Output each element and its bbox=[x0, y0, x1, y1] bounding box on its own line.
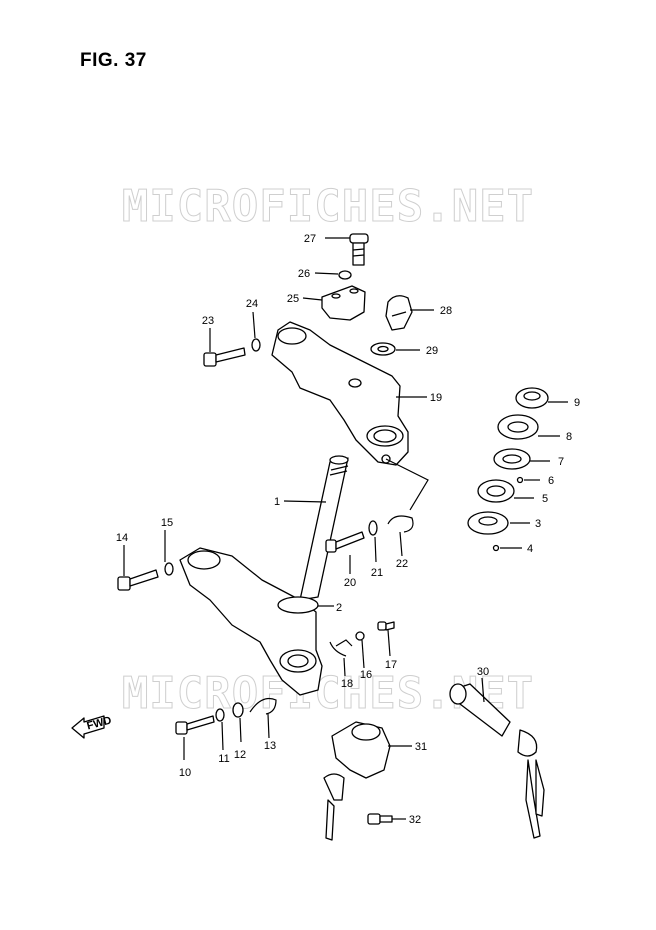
callout-32: 32 bbox=[409, 814, 421, 826]
callout-4: 4 bbox=[527, 543, 533, 555]
part-11-washer bbox=[215, 708, 225, 722]
forward-direction-indicator: FWD bbox=[71, 714, 113, 739]
part-21-washer bbox=[368, 520, 378, 536]
part-5-bearing bbox=[477, 479, 515, 503]
callout-8: 8 bbox=[566, 431, 572, 443]
part-9-nut bbox=[515, 387, 549, 409]
callout-5: 5 bbox=[542, 493, 548, 505]
part-30-lock-cylinder bbox=[449, 683, 545, 839]
callout-22: 22 bbox=[396, 558, 408, 570]
callout-10: 10 bbox=[179, 767, 191, 779]
part-6-ball bbox=[516, 476, 524, 484]
callout-13: 13 bbox=[264, 740, 276, 752]
callout-17: 17 bbox=[385, 659, 397, 671]
watermark-top: MICROFICHES.NET bbox=[121, 181, 535, 233]
part-20-bolt bbox=[325, 531, 365, 553]
figure-title: FIG. 37 bbox=[80, 50, 147, 71]
assembly-reference-line bbox=[385, 458, 429, 511]
part-24-washer bbox=[251, 338, 261, 352]
callout-18: 18 bbox=[341, 678, 353, 690]
part-3-bearing-race bbox=[467, 511, 509, 535]
callout-9: 9 bbox=[574, 397, 580, 409]
leader-lines bbox=[123, 237, 568, 820]
callout-14: 14 bbox=[116, 532, 128, 544]
part-10-bolt bbox=[175, 715, 215, 735]
callout-15: 15 bbox=[161, 517, 173, 529]
part-26-lock-washer bbox=[338, 270, 352, 280]
part-7-bearing-race bbox=[493, 448, 531, 470]
callout-11: 11 bbox=[218, 753, 229, 765]
part-25-handlebar-clamp bbox=[321, 285, 366, 321]
part-31-ignition-switch bbox=[323, 721, 391, 841]
callout-30: 30 bbox=[477, 666, 489, 678]
part-29-washer bbox=[370, 342, 396, 356]
part-32-screw bbox=[367, 813, 393, 825]
callout-25: 25 bbox=[287, 293, 299, 305]
callout-6: 6 bbox=[548, 475, 554, 487]
part-4-ball bbox=[492, 544, 500, 552]
part-8-bearing-cover bbox=[497, 414, 539, 440]
part-19-upper-bracket bbox=[271, 321, 409, 466]
callout-2: 2 bbox=[336, 602, 342, 614]
part-22-clip bbox=[387, 515, 414, 533]
part-28-cap-bolt bbox=[385, 295, 413, 331]
callout-19: 19 bbox=[430, 392, 442, 404]
part-15-washer bbox=[164, 562, 174, 576]
lower-bracket bbox=[179, 547, 323, 696]
callout-12: 12 bbox=[234, 749, 246, 761]
callout-16: 16 bbox=[360, 669, 372, 681]
part-12-washer bbox=[232, 702, 244, 718]
part-13-clip bbox=[249, 697, 277, 715]
part-1-steering-stem bbox=[299, 455, 349, 601]
callout-7: 7 bbox=[558, 456, 564, 468]
callout-26: 26 bbox=[298, 268, 310, 280]
callout-labels: 27 26 25 28 29 19 23 24 9 8 7 6 5 1 3 4 … bbox=[116, 233, 580, 826]
part-17-screw bbox=[377, 621, 395, 631]
callout-20: 20 bbox=[344, 577, 356, 589]
callout-29: 29 bbox=[426, 345, 438, 357]
callout-24: 24 bbox=[246, 298, 258, 310]
callout-1: 1 bbox=[274, 496, 280, 508]
part-14-bolt bbox=[117, 569, 159, 591]
callout-23: 23 bbox=[202, 315, 214, 327]
part-23-bolt bbox=[203, 347, 246, 367]
part-18-clamp bbox=[329, 639, 353, 657]
callout-28: 28 bbox=[440, 305, 452, 317]
callout-31: 31 bbox=[415, 741, 427, 753]
part-16-washer bbox=[355, 631, 365, 641]
callout-21: 21 bbox=[371, 567, 383, 579]
callout-3: 3 bbox=[535, 518, 541, 530]
part-27-bolt bbox=[349, 233, 369, 266]
callout-27: 27 bbox=[304, 233, 316, 245]
